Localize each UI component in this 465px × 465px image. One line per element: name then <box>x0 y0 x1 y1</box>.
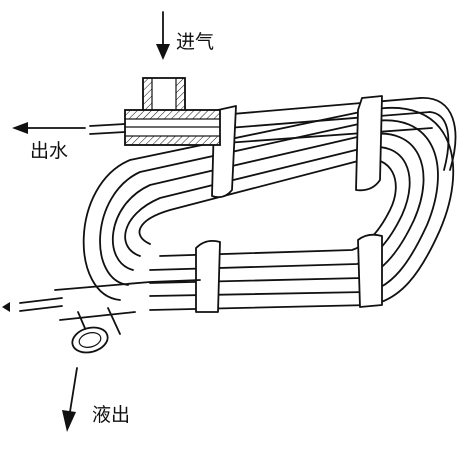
fitting-body-hatch-top <box>124 109 221 120</box>
coil-right-bend-top <box>419 97 457 171</box>
clamp-strap-bottom-left <box>195 239 221 313</box>
bottom-thin-pipe-bottom <box>19 305 63 312</box>
liquid-outlet-tee <box>19 279 201 354</box>
water-pipe-bottom <box>89 131 126 135</box>
clamp-straps <box>195 95 383 313</box>
coil-loop-2 <box>99 119 439 297</box>
coil-upper-run-3 <box>197 127 433 146</box>
label-liquid-out: 液出 <box>92 404 130 426</box>
coil-loop-3 <box>111 132 425 284</box>
gas-in-arrow-head <box>156 44 170 60</box>
gas-inlet-fitting <box>124 77 221 146</box>
liquid-out-arrow-head <box>62 410 76 432</box>
clamp-strap-bottom-right <box>357 233 383 308</box>
bottom-thin-pipe-top <box>19 297 63 304</box>
label-water-out: 出水 <box>30 140 68 162</box>
coil-loop-outer <box>82 107 455 311</box>
water-out-pipe <box>89 123 126 135</box>
clamp-strap-top-right <box>355 95 383 192</box>
bottom-left-arrow-head <box>2 302 10 312</box>
water-pipe-top <box>89 123 126 127</box>
label-gas-in: 进气 <box>176 31 214 53</box>
coil-right-bend-mid <box>429 111 450 171</box>
fitting-body-hatch-bottom <box>124 135 221 146</box>
fitting-neck-hatch-right <box>175 77 186 114</box>
tee-main-body <box>54 279 201 321</box>
fitting-neck-hatch-left <box>142 77 153 114</box>
water-out-arrow-head <box>12 122 28 134</box>
flow-arrows <box>2 11 170 432</box>
tee-outlet-inner <box>78 332 102 348</box>
liquid-out-arrow-shaft <box>68 367 78 419</box>
